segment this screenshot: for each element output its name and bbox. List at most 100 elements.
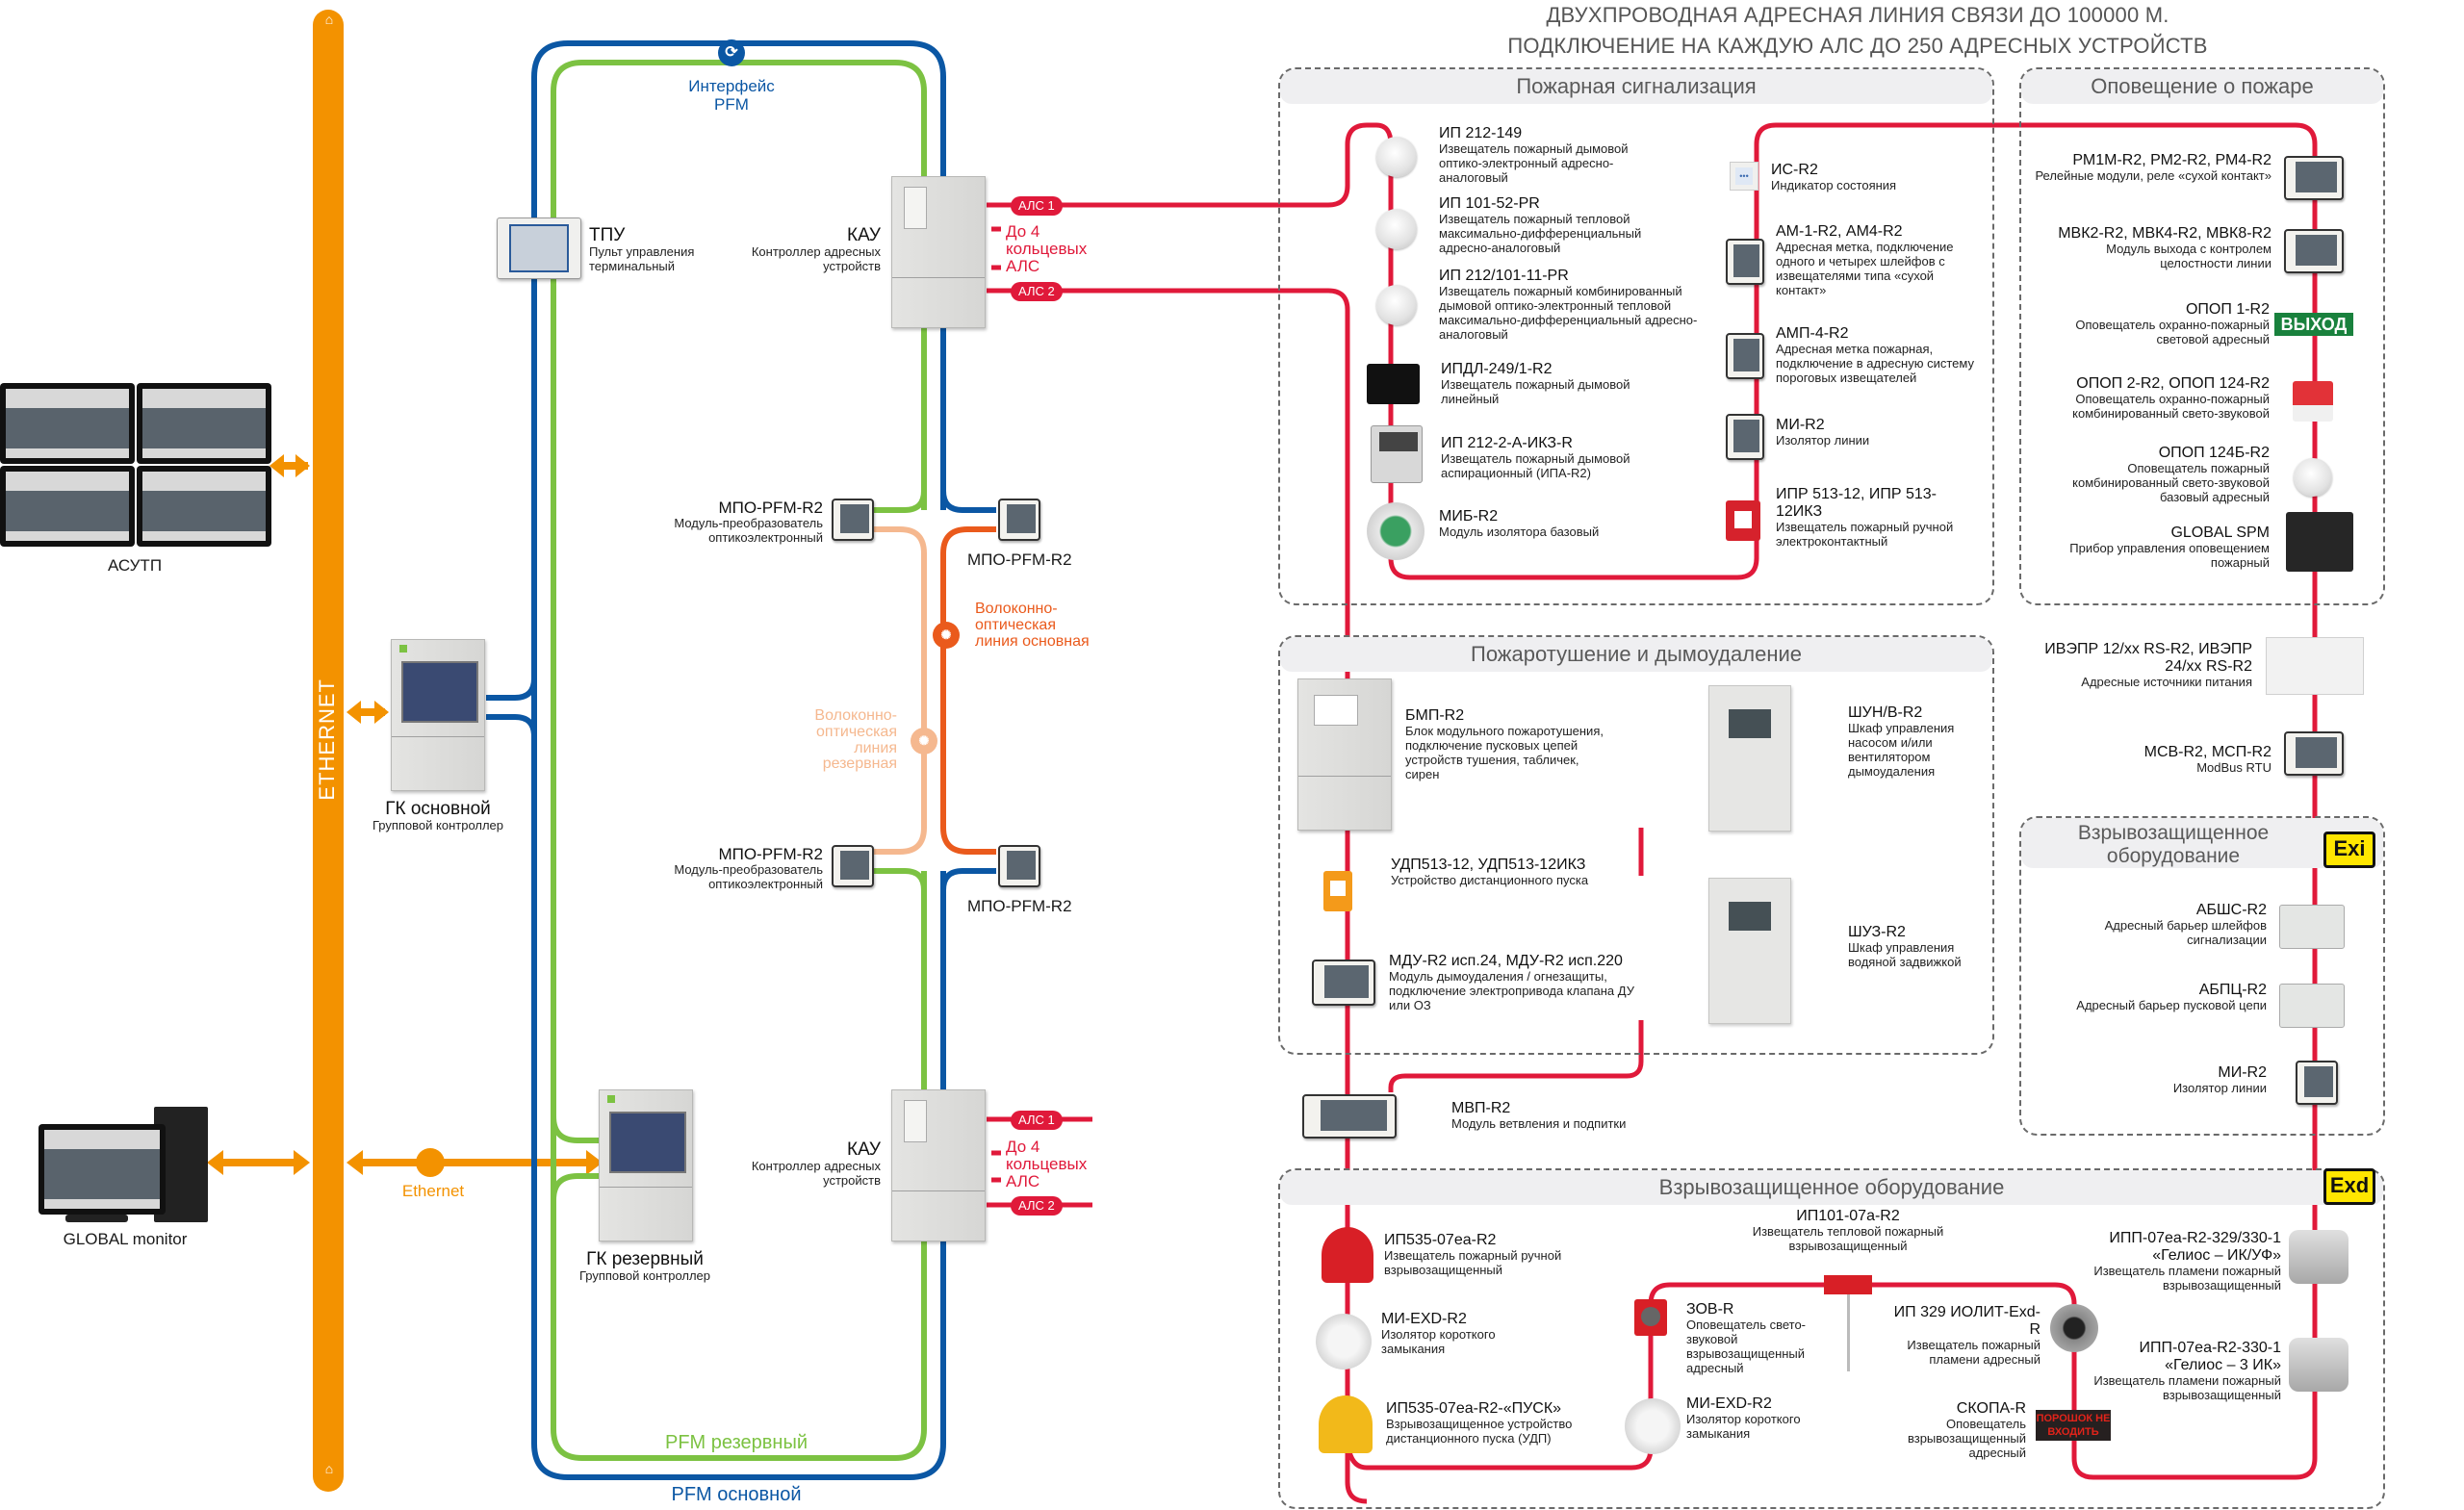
- exi-isolator-device[interactable]: [2296, 1061, 2338, 1105]
- abshs-name: АБШС-R2: [2195, 902, 2267, 918]
- als2-tag-top: АЛС 2: [1011, 282, 1063, 301]
- mi-r2-name: МИ-R2: [1776, 417, 1825, 433]
- zov-desc: Оповещатель свето-звуковой взрывозащищен…: [1686, 1317, 1807, 1375]
- tpu-desc: Пульт управления терминальный: [589, 244, 695, 274]
- gk-reserve-logo: [607, 1095, 615, 1103]
- exd-start-button-icon[interactable]: [1319, 1395, 1373, 1453]
- remote-start-device[interactable]: [1323, 871, 1352, 911]
- mpo-right-top-device[interactable]: [998, 499, 1040, 541]
- abpc-name: АБПЦ-R2: [2198, 982, 2267, 998]
- fire-alarm-title: Пожарная сигнализация: [1280, 69, 1992, 104]
- heat-detector-icon[interactable]: [1376, 209, 1417, 249]
- kau-bottom-indicator: [904, 1100, 927, 1142]
- heat-detector-exd-icon[interactable]: [1824, 1275, 1872, 1294]
- abshs-barrier-device[interactable]: [2279, 905, 2345, 949]
- flame-detector-iolit-icon[interactable]: [2050, 1304, 2098, 1352]
- opop2-name: ОПОП 2-R2, ОПОП 124-R2: [2076, 375, 2270, 392]
- ip-212-101-name: ИП 212/101-11-PR: [1439, 268, 1569, 284]
- mvk-name: МВК2-R2, МВК4-R2, МВК8-R2: [2058, 225, 2272, 242]
- shun-cabinet[interactable]: [1708, 685, 1791, 832]
- kau-bottom-cabinet[interactable]: [891, 1089, 986, 1241]
- pc-monitor: [38, 1124, 166, 1215]
- mpo-left-bottom-name: МПО-PFM-R2: [718, 845, 823, 863]
- notification-title: Оповещение о пожаре: [2021, 69, 2383, 104]
- exd-manual-call-point-icon[interactable]: [1322, 1227, 1373, 1283]
- ip-212-2-desc: Извещатель пожарный дымовой аспирационны…: [1441, 450, 1630, 480]
- shuz-cabinet[interactable]: [1708, 878, 1791, 1024]
- linear-smoke-detector-icon[interactable]: [1367, 364, 1420, 404]
- shuz-name: ШУЗ-R2: [1848, 924, 1906, 940]
- mpo-left-top-device[interactable]: [832, 499, 874, 541]
- status-indicator-icon[interactable]: •••: [1730, 162, 1758, 191]
- powder-sign: ПОРОШОК НЕ ВХОДИТЬ: [2036, 1410, 2111, 1441]
- als1-tag-top: АЛС 1: [1011, 196, 1063, 216]
- aspirating-detector-icon[interactable]: [1371, 425, 1423, 483]
- gk-main-cabinet[interactable]: [391, 639, 485, 791]
- exd-isolator-icon-2[interactable]: [1625, 1398, 1681, 1454]
- ip-212-149-desc: Извещатель пожарный дымовой оптико-элект…: [1439, 141, 1629, 185]
- amp-4-desc: Адресная метка пожарная, подключение в а…: [1776, 341, 1974, 385]
- am-r2-desc: Адресная метка, подключение одного и чет…: [1776, 239, 1954, 297]
- global-spm-device[interactable]: [2286, 512, 2353, 572]
- spm-desc: Прибор управления оповещением пожарный: [2069, 540, 2270, 570]
- pfm-reserve-label: PFM резервный: [665, 1432, 808, 1453]
- ethernet-port-icon-bottom: ⌂: [324, 1461, 334, 1476]
- address-tag-device[interactable]: [1726, 239, 1764, 285]
- isolator-base-icon[interactable]: [1367, 502, 1424, 560]
- exi-title: Взрывозащищенное оборудование: [2021, 818, 2383, 868]
- mvp-name: МВП-R2: [1451, 1100, 1511, 1116]
- gk-reserve-cabinet[interactable]: [599, 1089, 693, 1241]
- bmp-desc: Блок модульного пожаротушения, подключен…: [1405, 723, 1604, 781]
- exit-sign: ВЫХОД: [2274, 313, 2353, 336]
- interface-pfm-label: Интерфейс PFM: [688, 77, 775, 115]
- ip-212-2-name: ИП 212-2-А-ИКЗ-R: [1441, 435, 1573, 451]
- abpc-barrier-device[interactable]: [2279, 984, 2345, 1028]
- relay-module-device[interactable]: [2284, 156, 2344, 200]
- mvp-module-device[interactable]: [1302, 1094, 1397, 1139]
- mpo-left-bottom-device[interactable]: [832, 845, 874, 887]
- iolit-name: ИП 329 ИОЛИТ-Exd-R: [1893, 1304, 2040, 1338]
- ethernet-bus-label: ETHERNET: [315, 678, 339, 801]
- exd-isolator-icon-1[interactable]: [1316, 1314, 1372, 1369]
- manual-call-point-icon[interactable]: [1726, 500, 1760, 541]
- combined-detector-icon[interactable]: [1376, 285, 1417, 325]
- mvk-desc: Модуль выхода с контролем целостности ли…: [2106, 241, 2272, 270]
- amp-4-device[interactable]: [1726, 333, 1764, 379]
- global-monitor-pc[interactable]: [38, 1107, 212, 1227]
- exi-section: Взрывозащищенное оборудование: [2019, 816, 2385, 1136]
- output-module-device[interactable]: [2284, 229, 2344, 273]
- helios-3ik-desc: Извещатель пламени пожарный взрывозащище…: [2093, 1372, 2281, 1402]
- modbus-module-device[interactable]: [2284, 731, 2344, 776]
- kau-bottom-desc: Контроллер адресных устройств: [751, 1159, 881, 1189]
- siren-light-icon[interactable]: [2293, 381, 2333, 422]
- gk-reserve-name: ГК резервный: [586, 1249, 704, 1269]
- tpu-panel[interactable]: [497, 218, 581, 279]
- sounder-base-icon[interactable]: [2294, 458, 2332, 497]
- shun-desc: Шкаф управления насосом и/или вентилятор…: [1848, 720, 1955, 779]
- smoke-detector-icon[interactable]: [1376, 137, 1417, 177]
- exd-sounder-icon[interactable]: [1634, 1299, 1667, 1336]
- global-monitor-label: GLOBAL monitor: [63, 1230, 188, 1248]
- bmp-cabinet[interactable]: [1297, 678, 1392, 831]
- kau-top-cabinet[interactable]: [891, 176, 986, 328]
- asutp-monitors[interactable]: [0, 383, 271, 547]
- mpo-right-top-name: МПО-PFM-R2: [967, 550, 1072, 569]
- iolit-desc: Извещатель пожарный пламени адресный: [1907, 1337, 2040, 1367]
- power-supply-device[interactable]: [2266, 637, 2364, 695]
- msv-desc: ModBus RTU: [2196, 759, 2272, 775]
- kau-top-indicator: [904, 187, 927, 229]
- mpo-right-bottom-device[interactable]: [998, 845, 1040, 887]
- exi-badge: Exi: [2323, 832, 2375, 868]
- mdu-module-device[interactable]: [1312, 960, 1375, 1006]
- ethernet-link-icon-bg: [416, 1148, 445, 1177]
- line-isolator-device[interactable]: [1726, 414, 1764, 460]
- helios-ik-uf-icon[interactable]: [2289, 1230, 2348, 1284]
- ip535-desc: Извещатель пожарный ручной взрывозащищен…: [1384, 1247, 1562, 1277]
- heat-probe: [1847, 1294, 1850, 1371]
- rm-desc: Релейные модули, реле «сухой контакт»: [2035, 167, 2272, 183]
- helios-3ik-icon[interactable]: [2289, 1338, 2348, 1392]
- tpu-screen: [509, 224, 569, 272]
- exd-badge: Exd: [2323, 1168, 2375, 1205]
- asutp-screen-1: [0, 383, 135, 464]
